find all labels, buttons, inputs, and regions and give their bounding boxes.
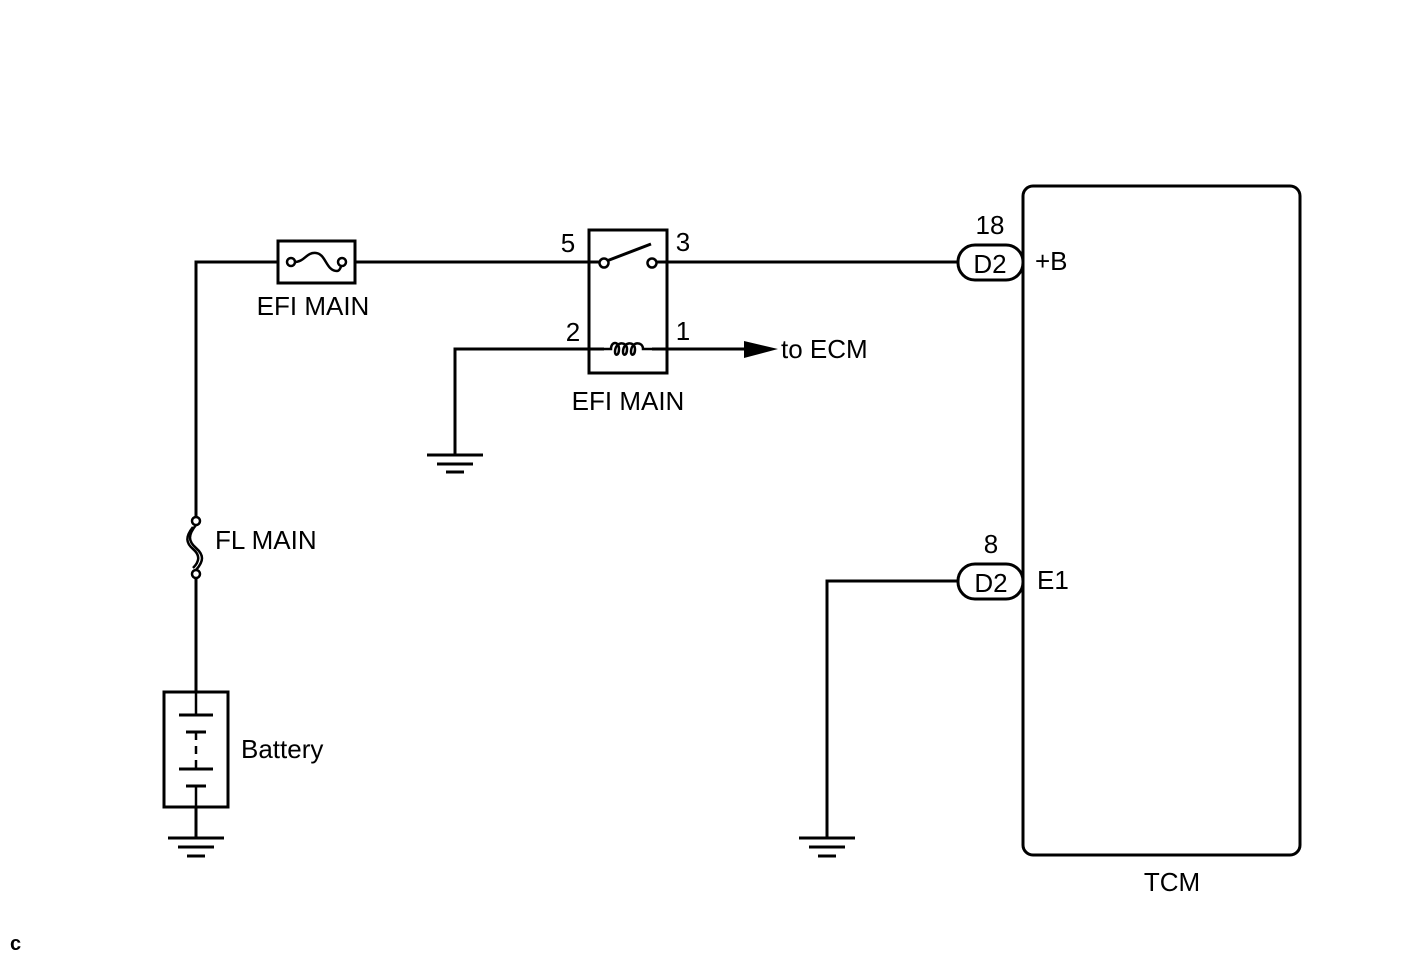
connector-pin-number: 18 bbox=[976, 210, 1005, 240]
tcm-label: TCM bbox=[1144, 867, 1200, 897]
fuse-label: EFI MAIN bbox=[257, 291, 370, 321]
efi-main-fuse: EFI MAIN bbox=[257, 239, 370, 321]
relay-pin-3: 3 bbox=[676, 227, 690, 257]
to-ecm-arrow: to ECM bbox=[744, 334, 868, 364]
relay-coil bbox=[604, 341, 652, 356]
fl-main-fusible-link: FL MAIN bbox=[186, 515, 317, 580]
connector-id: D2 bbox=[974, 568, 1007, 598]
ground-icon bbox=[799, 836, 855, 858]
fl-main-label: FL MAIN bbox=[215, 525, 317, 555]
corner-mark: c bbox=[10, 933, 21, 955]
fuse-element bbox=[293, 251, 344, 273]
battery-label: Battery bbox=[241, 734, 323, 764]
ground-icon bbox=[427, 453, 483, 474]
tcm-body bbox=[1021, 184, 1302, 857]
fuse-body bbox=[276, 239, 357, 285]
wire-tcm-e1-ground bbox=[825, 579, 958, 838]
connector-id: D2 bbox=[973, 249, 1006, 279]
tcm-module: TCM bbox=[1021, 184, 1302, 897]
efi-main-relay: 5 3 2 1 EFI MAIN bbox=[561, 227, 690, 416]
relay-pin-1: 1 bbox=[676, 316, 690, 346]
relay-pin-5: 5 bbox=[561, 228, 575, 258]
connector-d2-pin18: D2 18 +B bbox=[956, 210, 1068, 282]
fusible-link-element bbox=[188, 524, 204, 571]
connector-pin-number: 8 bbox=[984, 529, 998, 559]
battery: Battery bbox=[162, 690, 323, 809]
to-ecm-label: to ECM bbox=[781, 334, 868, 364]
arrow-icon bbox=[744, 341, 778, 358]
relay-switch-contact bbox=[603, 242, 652, 264]
relay-body bbox=[587, 228, 669, 375]
wire-fl-to-fuse bbox=[194, 260, 278, 521]
wire-relay-coil-ground bbox=[453, 347, 604, 455]
terminal-label: E1 bbox=[1037, 565, 1069, 595]
terminal-label: +B bbox=[1035, 246, 1068, 276]
connector-body bbox=[956, 243, 1025, 282]
ground-icon bbox=[168, 836, 224, 858]
connector-body bbox=[956, 562, 1025, 601]
relay-pin-2: 2 bbox=[566, 317, 580, 347]
connector-d2-pin8: D2 8 E1 bbox=[956, 529, 1069, 601]
wires bbox=[194, 260, 958, 838]
relay-label: EFI MAIN bbox=[572, 386, 685, 416]
